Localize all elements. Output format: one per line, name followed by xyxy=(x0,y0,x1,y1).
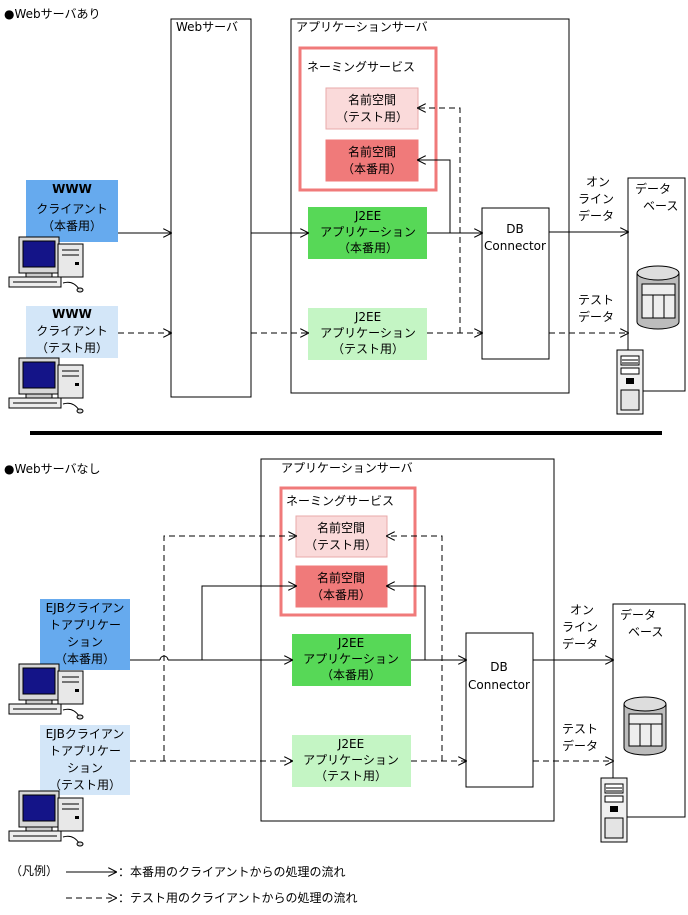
j2ee-app-prod-1: J2EE アプリケーション （本番用） xyxy=(308,207,427,259)
ejb-client-test-line2: トアプリケー xyxy=(49,744,121,758)
db-connector-2: DB Connector xyxy=(465,632,534,788)
online-data-2-line1: オン xyxy=(570,603,594,617)
online-data-1-line2: ライン xyxy=(578,192,614,206)
online-data-2-line2: ライン xyxy=(562,620,598,634)
database-2-line2: ベース xyxy=(628,625,663,639)
ejb-client-prod-line1: EJBクライアン xyxy=(46,601,125,615)
www-client-prod-line3: （本番用） xyxy=(42,219,102,233)
www-client-prod: WWW クライアント （本番用） xyxy=(26,180,118,242)
ejb-client-prod-line2: トアプリケー xyxy=(49,618,121,632)
ejb-client-prod-line4: （本番用） xyxy=(55,652,115,666)
db-connector-2-line1: DB xyxy=(490,660,507,674)
db-connector-1-line2: Connector xyxy=(484,239,546,253)
www-client-test-line2: クライアント xyxy=(36,324,108,338)
j2ee-app-test-1: J2EE アプリケーション （テスト用） xyxy=(308,308,427,360)
namespace-test-1-line2: （テスト用） xyxy=(336,110,408,124)
legend: （凡例） ：本番用のクライアントからの処理の流れ ：テスト用のクライアントからの… xyxy=(10,864,358,905)
j2ee-prod-2-line1: J2EE xyxy=(337,636,364,650)
web-server-box: Webサーバ xyxy=(170,18,252,398)
www-client-test: WWW クライアント （テスト用） xyxy=(26,306,118,358)
server-icon xyxy=(600,777,628,843)
db-connector-1: DB Connector xyxy=(481,207,550,360)
j2ee-test-2-line3: （テスト用） xyxy=(315,769,387,783)
ejb-client-prod: EJBクライアン トアプリケー ション （本番用） xyxy=(40,599,130,670)
web-server-label: Webサーバ xyxy=(176,20,238,34)
j2ee-prod-1-line1: J2EE xyxy=(354,209,381,223)
legend-title: （凡例） xyxy=(10,864,58,878)
db-connector-1-line1: DB xyxy=(506,222,523,236)
j2ee-prod-2-line3: （本番用） xyxy=(321,668,381,682)
computer-icon xyxy=(8,236,84,293)
ejb-client-prod-line3: ション xyxy=(67,635,103,649)
app-server-label-2: アプリケーションサーバ xyxy=(281,461,413,475)
database-1-line2: ベース xyxy=(643,199,678,213)
server-icon xyxy=(616,349,644,415)
namespace-prod-2: 名前空間 （本番用） xyxy=(295,565,388,608)
database-cylinder-icon xyxy=(623,696,667,756)
legend-solid-label: ：本番用のクライアントからの処理の流れ xyxy=(118,865,346,879)
flow-arrows-2 xyxy=(130,536,613,761)
naming-service-label-1: ネーミングサービス xyxy=(307,60,415,74)
j2ee-test-1-line2: アプリケーション xyxy=(320,326,416,340)
flow-arrows-1 xyxy=(118,108,628,333)
namespace-prod-1: 名前空間 （本番用） xyxy=(325,139,419,182)
www-client-prod-line1: WWW xyxy=(52,182,92,196)
namespace-prod-1-line1: 名前空間 xyxy=(348,144,396,159)
namespace-test-1-line1: 名前空間 xyxy=(348,92,396,107)
test-data-1-line2: データ xyxy=(578,309,614,324)
db-connector-2-line2: Connector xyxy=(468,678,530,692)
j2ee-prod-1-line3: （本番用） xyxy=(338,241,398,255)
j2ee-test-1-line3: （テスト用） xyxy=(332,342,404,356)
test-data-2-line1: テスト xyxy=(562,722,598,736)
database-2-line1: データ xyxy=(620,607,656,622)
namespace-prod-1-line2: （本番用） xyxy=(342,162,402,176)
j2ee-app-test-2: J2EE アプリケーション （テスト用） xyxy=(292,735,411,787)
section-divider xyxy=(30,431,662,435)
test-data-1-line1: テスト xyxy=(578,293,614,307)
namespace-prod-2-line1: 名前空間 xyxy=(317,570,365,585)
namespace-test-2-line1: 名前空間 xyxy=(317,520,365,535)
j2ee-app-prod-2: J2EE アプリケーション （本番用） xyxy=(292,634,411,686)
section2-heading: ●Webサーバなし xyxy=(4,462,101,476)
legend-dashed-label: ：テスト用のクライアントからの処理の流れ xyxy=(118,891,358,905)
namespace-test-1: 名前空間 （テスト用） xyxy=(325,87,419,130)
app-server-label-1: アプリケーションサーバ xyxy=(296,20,428,34)
test-data-2-line2: データ xyxy=(562,738,598,753)
j2ee-test-2-line1: J2EE xyxy=(337,737,364,751)
computer-icon xyxy=(8,357,84,414)
j2ee-test-1-line1: J2EE xyxy=(354,310,381,324)
namespace-test-2-line2: （テスト用） xyxy=(305,538,377,552)
database-1-line1: データ xyxy=(635,181,671,196)
computer-icon xyxy=(8,790,84,847)
section1-heading: ●Webサーバあり xyxy=(4,7,101,21)
online-data-1-line1: オン xyxy=(586,175,610,189)
database-cylinder-icon xyxy=(636,265,680,330)
www-client-prod-line2: クライアント xyxy=(36,202,108,216)
j2ee-test-2-line2: アプリケーション xyxy=(303,753,399,767)
ejb-client-test-line4: （テスト用） xyxy=(49,778,121,792)
ejb-client-test-line3: ション xyxy=(67,761,103,775)
j2ee-prod-2-line2: アプリケーション xyxy=(303,652,399,666)
namespace-prod-2-line2: （本番用） xyxy=(311,588,371,602)
www-client-test-line1: WWW xyxy=(52,307,92,321)
www-client-test-line3: （テスト用） xyxy=(36,341,108,355)
naming-service-label-2: ネーミングサービス xyxy=(286,494,394,508)
ejb-client-test: EJBクライアン トアプリケー ション （テスト用） xyxy=(40,725,130,795)
namespace-test-2: 名前空間 （テスト用） xyxy=(295,515,388,558)
online-data-2-line3: データ xyxy=(562,636,598,651)
computer-icon xyxy=(8,663,84,720)
ejb-client-test-line1: EJBクライアン xyxy=(46,727,125,741)
online-data-1-line3: データ xyxy=(578,208,614,223)
j2ee-prod-1-line2: アプリケーション xyxy=(320,225,416,239)
